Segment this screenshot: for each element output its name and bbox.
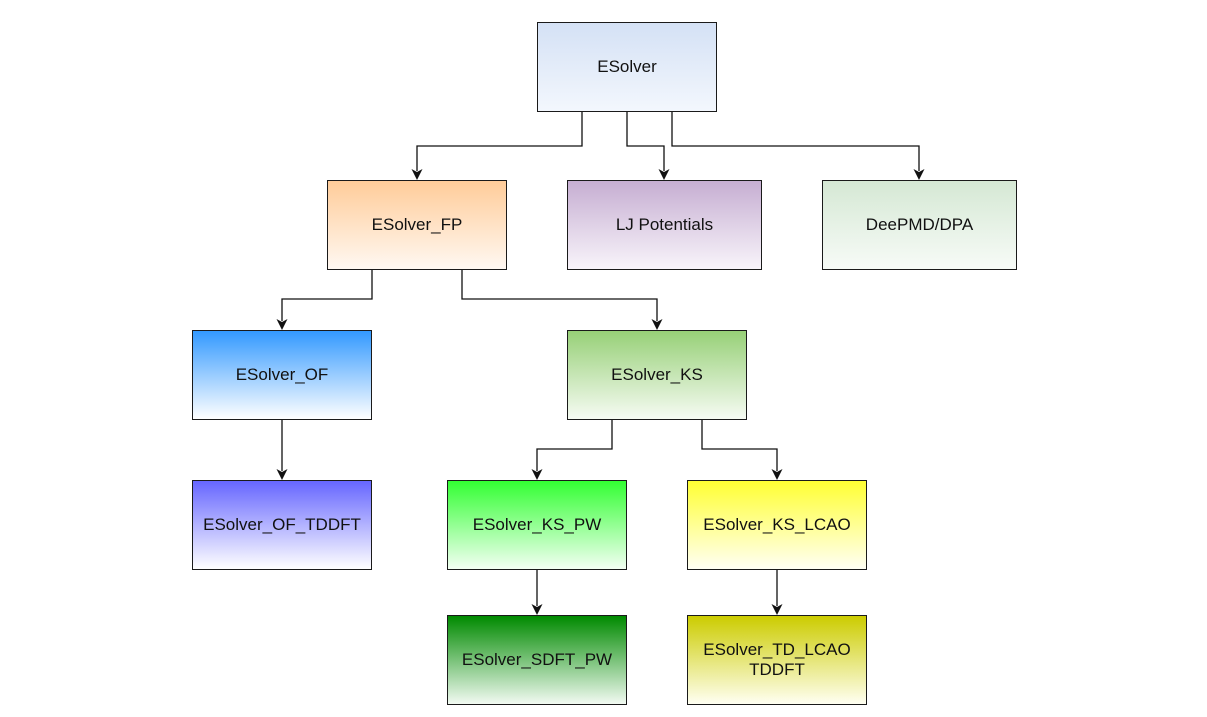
arrowhead-esolver-of bbox=[276, 319, 288, 330]
connector-esolver-to-deepmd-dpa bbox=[671, 112, 920, 171]
arrowhead-esolver-ks-pw bbox=[531, 469, 543, 480]
node-esolver-of: ESolver_OF bbox=[192, 330, 372, 420]
arrowhead-esolver-of-tddft bbox=[276, 469, 288, 480]
arrowhead-esolver-ks bbox=[651, 319, 663, 330]
connector-esolver-ks-to-esolver-ks-pw bbox=[536, 420, 613, 471]
node-esolver-sdft-pw: ESolver_SDFT_PW bbox=[447, 615, 627, 705]
node-esolver-ks-lcao: ESolver_KS_LCAO bbox=[687, 480, 867, 570]
connector-esolver-fp-to-esolver-ks bbox=[461, 270, 658, 321]
arrowhead-esolver-sdft-pw bbox=[531, 604, 543, 615]
connector-esolver-fp-to-esolver-of bbox=[281, 270, 373, 321]
connector-esolver-ks-to-esolver-ks-lcao bbox=[701, 420, 778, 471]
connector-esolver-to-lj-potentials bbox=[626, 112, 665, 171]
arrowhead-esolver-fp bbox=[411, 169, 423, 180]
arrowhead-esolver-td-lcao bbox=[771, 604, 783, 615]
node-esolver-fp: ESolver_FP bbox=[327, 180, 507, 270]
arrowhead-esolver-ks-lcao bbox=[771, 469, 783, 480]
arrowhead-lj-potentials bbox=[658, 169, 670, 180]
node-esolver: ESolver bbox=[537, 22, 717, 112]
node-esolver-ks: ESolver_KS bbox=[567, 330, 747, 420]
node-lj-potentials: LJ Potentials bbox=[567, 180, 762, 270]
connector-esolver-to-esolver-fp bbox=[416, 112, 583, 171]
node-esolver-of-tddft: ESolver_OF_TDDFT bbox=[192, 480, 372, 570]
node-deepmd-dpa: DeePMD/DPA bbox=[822, 180, 1017, 270]
arrowhead-deepmd-dpa bbox=[913, 169, 925, 180]
node-esolver-td-lcao: ESolver_TD_LCAO TDDFT bbox=[687, 615, 867, 705]
node-esolver-ks-pw: ESolver_KS_PW bbox=[447, 480, 627, 570]
